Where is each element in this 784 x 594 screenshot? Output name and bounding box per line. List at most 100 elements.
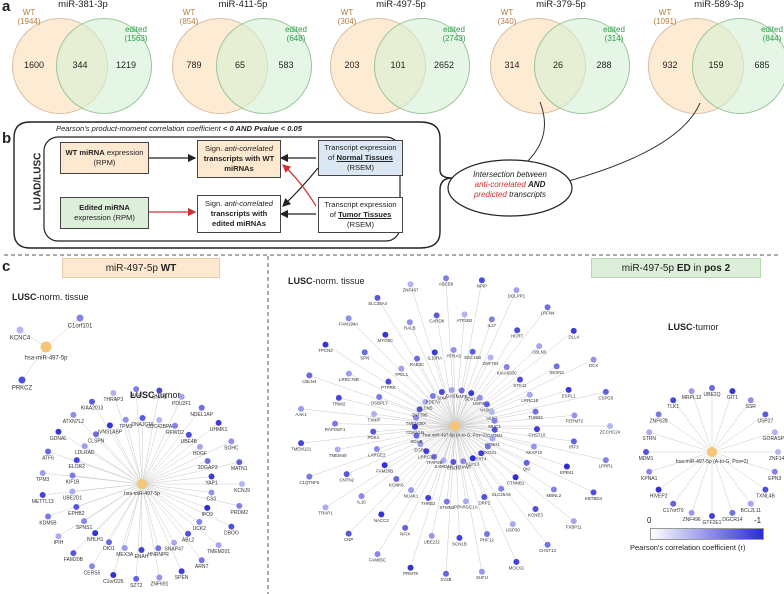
gene-label: CNP: [344, 537, 353, 542]
gene-node: [381, 462, 388, 469]
gene-node: [196, 443, 203, 450]
gene-node: [533, 426, 540, 433]
edited-expression-box: Edited miRNA expression (RPM): [60, 197, 149, 229]
network-edge: [109, 425, 143, 485]
network-edge: [446, 425, 456, 502]
gene-node: [646, 429, 653, 436]
gene-label: AKAP10: [526, 450, 543, 455]
panel-b-outer-frame: [13, 121, 453, 249]
network-edge: [434, 425, 456, 457]
network-edge: [91, 401, 143, 485]
network-edge: [72, 475, 143, 485]
network-edge: [410, 425, 456, 568]
gene-label: PRDM2: [231, 510, 249, 516]
network-edge: [454, 425, 474, 459]
network-edge: [454, 425, 516, 478]
network-edge: [141, 476, 212, 485]
gene-label: KIF1B: [66, 480, 81, 486]
network-edge: [454, 420, 495, 427]
gene-label: SPN: [360, 356, 369, 361]
gene-node: [655, 411, 662, 418]
gene-node: [523, 459, 530, 466]
venn-overlap-count: 159: [708, 60, 724, 70]
ed-expr-bold: Edited miRNA: [79, 203, 130, 212]
network-edge: [141, 434, 189, 485]
network-edge: [691, 391, 713, 453]
gene-label: CDKN1B: [406, 430, 424, 435]
gene-node: [70, 550, 77, 557]
network-edge: [454, 425, 502, 489]
gene-node: [382, 331, 389, 338]
venn-edited-circle: [374, 18, 470, 114]
gene-node: [155, 545, 162, 552]
gene-node: [228, 523, 235, 530]
gene-label: IL16: [357, 500, 366, 505]
gene-node: [544, 304, 551, 311]
network-edge: [76, 483, 143, 508]
network-edge: [454, 425, 517, 562]
gene-label: 3DGAP3: [198, 465, 218, 471]
gene-label: IL27: [488, 323, 497, 328]
network-edge: [301, 425, 456, 444]
network-edge: [673, 400, 713, 453]
gene-label: FAM194A: [339, 322, 358, 327]
gene-label: LPRR1: [599, 464, 614, 469]
venn-left-count: 932: [662, 60, 678, 70]
network-edge: [420, 425, 456, 445]
network-edge: [454, 307, 548, 427]
gene-node: [429, 393, 436, 400]
gene-label: UBE4B: [181, 439, 198, 445]
gene-node: [81, 518, 88, 525]
net2-title: LUSC-tumor: [130, 390, 181, 400]
gene-node: [423, 448, 430, 455]
gene-node: [729, 388, 736, 395]
network-edge: [141, 483, 200, 523]
network-edge: [125, 419, 143, 485]
gene-label: SOX11: [464, 397, 478, 402]
network-edge: [309, 375, 456, 427]
gene-label: ENAH: [135, 554, 149, 560]
gene-node: [491, 426, 498, 433]
gene-label: C1orf226: [103, 579, 124, 585]
network-edge: [141, 417, 143, 485]
network-edge: [416, 417, 456, 427]
intersection-ellipse: [447, 159, 573, 217]
gene-label: THRB2: [421, 501, 436, 506]
gene-label: BCL2L11: [741, 508, 762, 514]
gene-node: [456, 534, 463, 541]
gene-label: TPCN2: [318, 348, 333, 353]
gene-node: [39, 492, 46, 499]
gene-label: DIO1: [103, 546, 115, 552]
gene-node: [406, 319, 413, 326]
intersect-3: AND: [528, 180, 546, 189]
network-edge: [379, 396, 456, 427]
gene-node: [469, 348, 476, 355]
gene-node: [729, 509, 736, 516]
criteria-post: < 0 AND Pvalue < 0.05: [222, 124, 302, 133]
gene-node: [478, 277, 485, 284]
venn-right-count: 2652: [433, 60, 455, 70]
network-edge: [141, 483, 175, 543]
gene-node: [565, 386, 572, 393]
gene-label: USP27: [757, 418, 773, 424]
gene-label: YPEL1: [394, 372, 408, 377]
sign-ed-4: edited miRNAs: [211, 219, 266, 228]
network-edge: [658, 414, 713, 453]
gene-node: [361, 349, 368, 356]
network-edge: [443, 425, 456, 461]
gene-label: MATN1: [231, 466, 248, 472]
gene-label: NACC2: [374, 518, 389, 523]
network-edge: [58, 431, 143, 485]
sign-ed-2: anti-correlated: [224, 199, 273, 208]
network-edge: [409, 322, 456, 427]
gene-node: [412, 423, 419, 430]
gene-node: [530, 443, 537, 450]
gene-node: [571, 412, 578, 419]
gene-label: MDM1: [639, 456, 654, 462]
gene-label: PPARGC1A: [454, 505, 478, 510]
network-edge: [141, 483, 159, 549]
gene-node: [198, 404, 205, 411]
gene-label: RFWD2: [166, 430, 184, 436]
network-edge: [453, 350, 456, 427]
